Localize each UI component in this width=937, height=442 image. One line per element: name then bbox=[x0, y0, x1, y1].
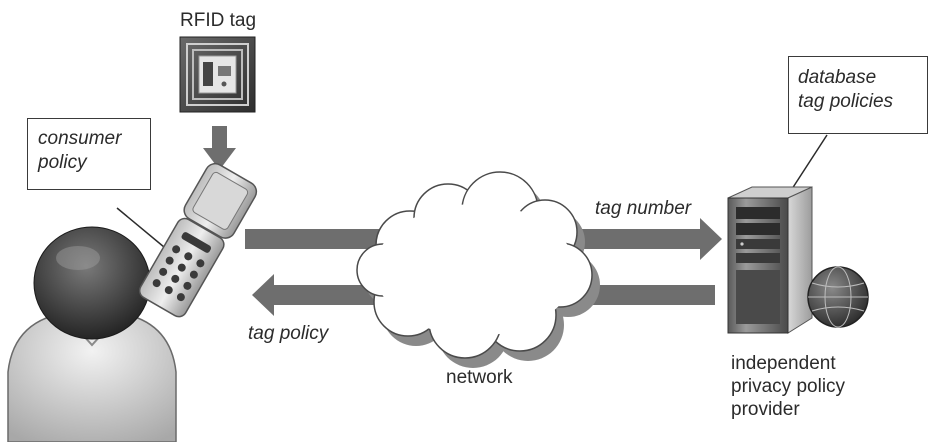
flip-phone-icon bbox=[138, 162, 258, 318]
rfid-tag-icon bbox=[179, 36, 256, 113]
rfid-to-phone-arrow bbox=[203, 126, 236, 170]
globe-icon bbox=[807, 266, 869, 328]
server-tower-icon bbox=[727, 186, 813, 334]
provider-label: independent privacy policy provider bbox=[731, 353, 846, 420]
database-tag-policies-callout: database tag policies bbox=[788, 56, 928, 134]
consumer-policy-leader bbox=[116, 207, 171, 253]
consumer-policy-text: consumer policy bbox=[38, 128, 122, 173]
network-label: network bbox=[446, 367, 513, 388]
consumer-policy-callout: consumer policy bbox=[27, 118, 151, 190]
cloud-icon bbox=[356, 171, 600, 368]
database-leader bbox=[789, 134, 828, 193]
tag-number-label: tag number bbox=[595, 198, 692, 219]
rfid-tag-label: RFID tag bbox=[180, 10, 257, 31]
database-tag-policies-text: database tag policies bbox=[798, 67, 894, 112]
tag-policy-label: tag policy bbox=[248, 323, 329, 344]
user-icon bbox=[7, 226, 177, 442]
